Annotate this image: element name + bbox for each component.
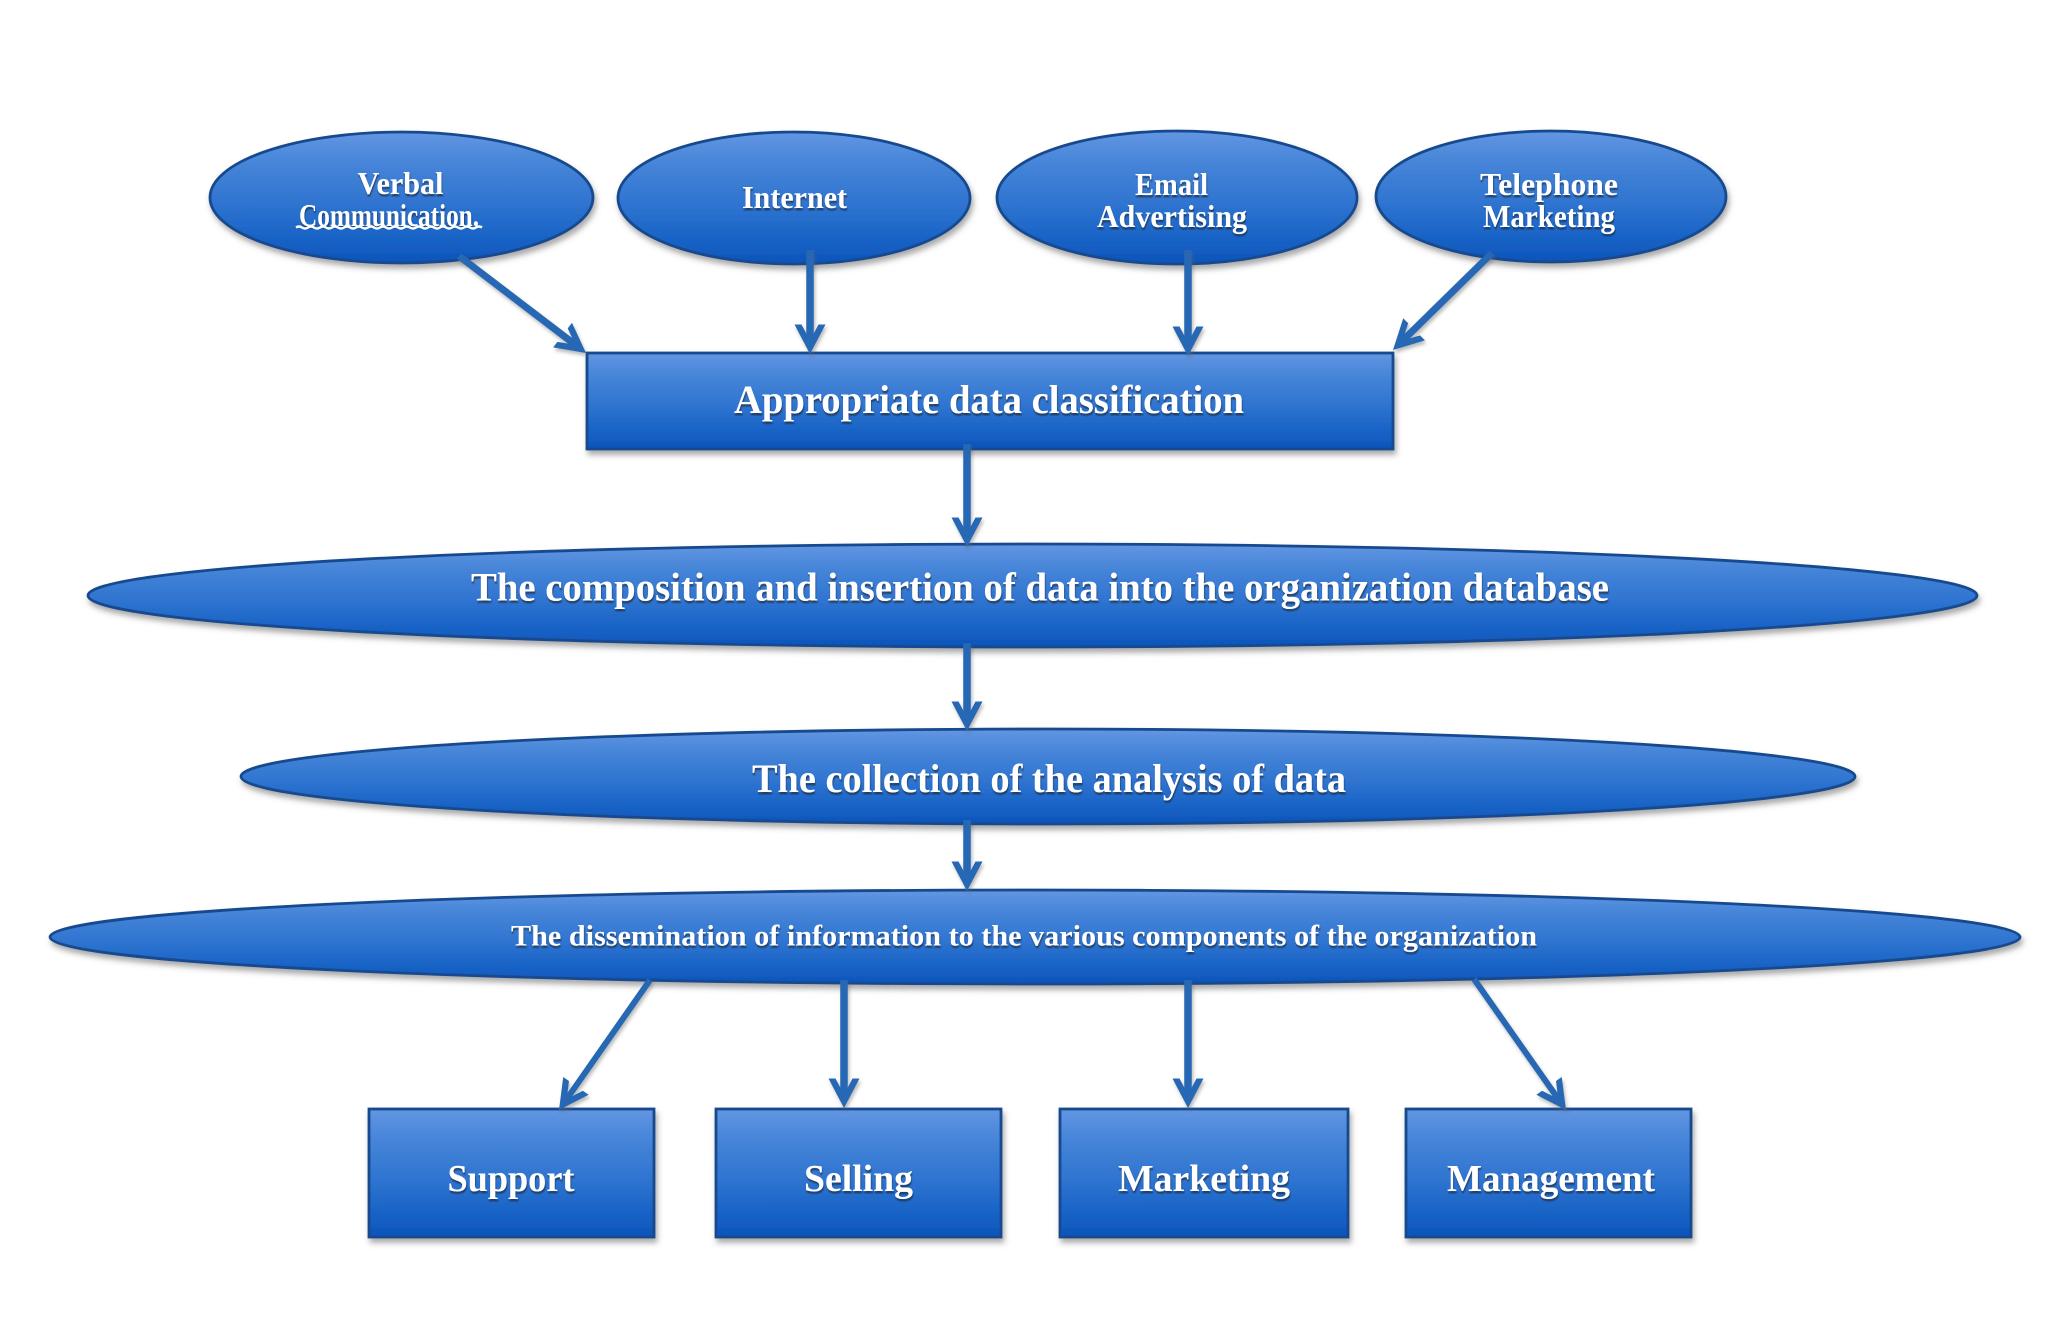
- svg-text:Management: Management: [1447, 1158, 1655, 1200]
- svg-text:Telephone: Telephone: [1480, 166, 1618, 202]
- svg-text:The dissemination of informati: The dissemination of information to the …: [511, 920, 1537, 953]
- svg-text:Appropriate data classificatio: Appropriate data classification: [734, 377, 1244, 422]
- svg-text:Support: Support: [448, 1158, 575, 1200]
- svg-text:Email: Email: [1135, 166, 1208, 202]
- svg-text:The collection of the analysis: The collection of the analysis of data: [752, 756, 1346, 801]
- svg-text:Selling: Selling: [804, 1158, 913, 1200]
- svg-text:The composition and insertion: The composition and insertion of data in…: [471, 565, 1609, 610]
- svg-text:Internet: Internet: [742, 179, 847, 215]
- svg-text:Verbal: Verbal: [358, 165, 444, 201]
- svg-text:Marketing: Marketing: [1483, 198, 1615, 234]
- svg-text:Marketing: Marketing: [1118, 1158, 1290, 1200]
- svg-text:Advertising: Advertising: [1097, 198, 1247, 234]
- svg-text:Communication.: Communication.: [299, 197, 479, 233]
